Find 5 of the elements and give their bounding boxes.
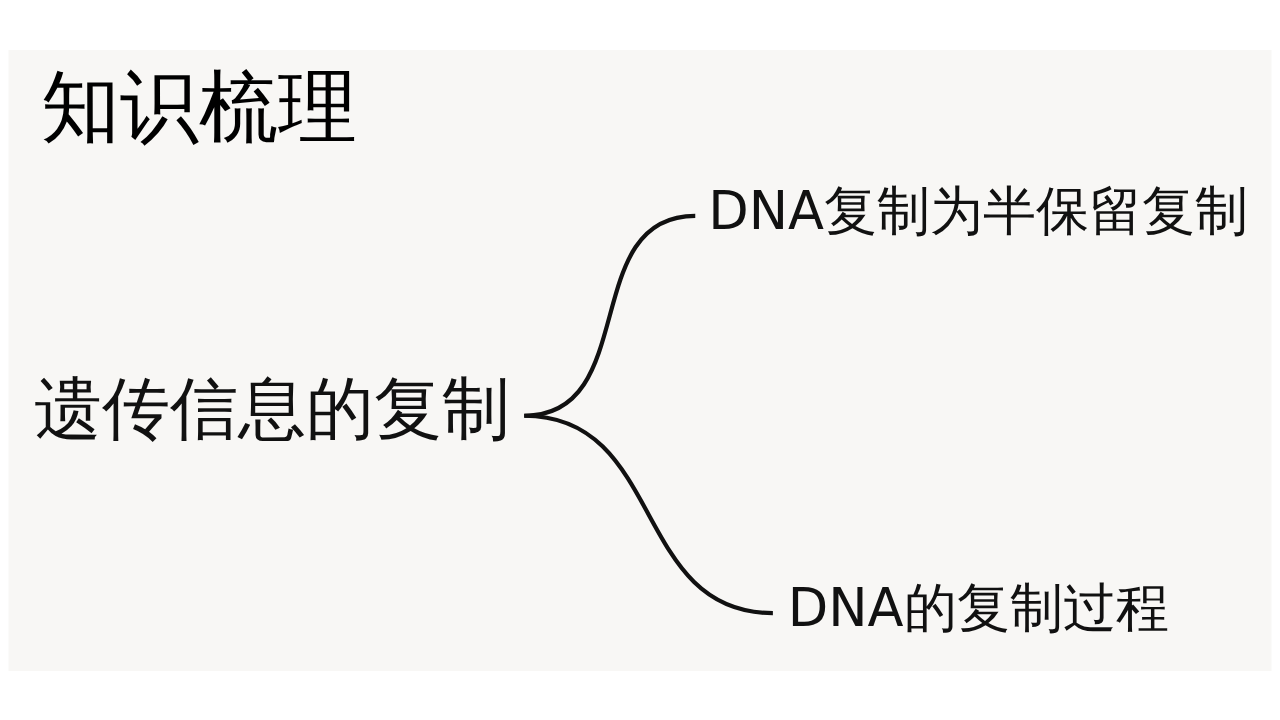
node-text: 遗传信息的复制 [33, 368, 510, 448]
diagram-title: 知识梳理 [41, 60, 358, 153]
node-text: DNA复制为半保留复制 [708, 179, 1249, 241]
node-text: DNA的复制过程 [787, 576, 1169, 638]
connector [523, 413, 774, 615]
